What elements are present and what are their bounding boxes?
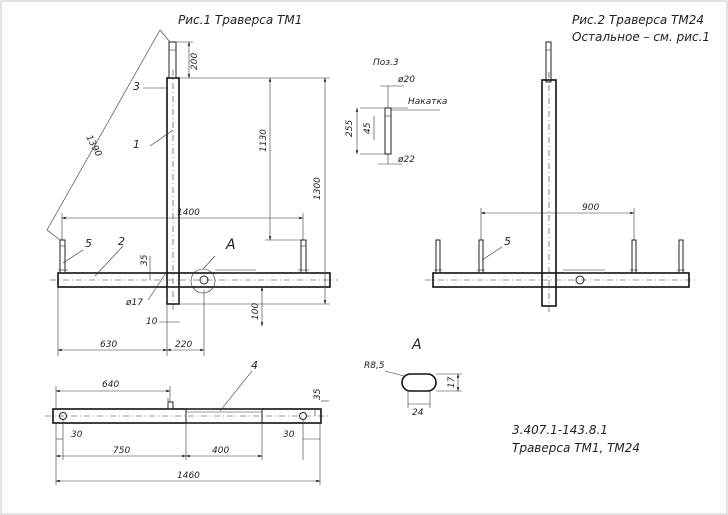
dim-1400: 1400 xyxy=(177,208,200,218)
fig1-title: Рис.1 Траверса ТМ1 xyxy=(178,13,302,27)
dim-1460: 1460 xyxy=(177,471,200,481)
part-number-5: 5 xyxy=(85,237,92,250)
detail-a-slot xyxy=(384,370,462,408)
dim-30-right: 30 xyxy=(283,430,295,440)
dim-750: 750 xyxy=(113,446,130,456)
dim-630: 630 xyxy=(100,340,117,350)
doc-title: Траверса ТМ1, ТМ24 xyxy=(512,441,640,455)
fig2-subtitle: Остальное – см. рис.1 xyxy=(572,30,710,44)
part-number-4: 4 xyxy=(251,359,258,372)
dim-phi22: ø22 xyxy=(397,155,415,165)
dim-200: 200 xyxy=(190,53,200,70)
dim-35: 35 xyxy=(140,254,150,266)
dim-1300: 1300 xyxy=(313,177,323,200)
dim-17-detail: 17 xyxy=(447,376,457,388)
dim-1390: 1390 xyxy=(83,134,103,159)
dim-220: 220 xyxy=(175,340,192,350)
dim-1130: 1130 xyxy=(259,129,269,152)
dim-phi20: ø20 xyxy=(397,75,415,85)
pos3-label: Поз.3 xyxy=(373,58,399,68)
dim-phi17: ø17 xyxy=(125,298,143,308)
part-number-5-fig2: 5 xyxy=(504,235,511,248)
dim-400: 400 xyxy=(212,446,229,456)
fig1-plan-view xyxy=(45,398,330,424)
part-number-2: 2 xyxy=(118,235,125,248)
dim-45: 45 xyxy=(363,122,373,134)
dim-10: 10 xyxy=(146,317,158,327)
fig1-plan-dimensions xyxy=(55,370,329,485)
dim-r8-5: R8,5 xyxy=(364,361,385,371)
fig2-title: Рис.2 Траверса ТМ24 xyxy=(572,13,704,27)
view-label-a: А xyxy=(225,237,236,253)
dim-24: 24 xyxy=(412,408,424,418)
dim-255: 255 xyxy=(345,120,355,137)
knurl-label: Накатка xyxy=(408,97,447,107)
dim-35-plan: 35 xyxy=(313,388,323,400)
dim-900: 900 xyxy=(582,203,599,213)
part-number-1: 1 xyxy=(133,138,140,151)
fig1-dimensions xyxy=(46,29,330,356)
doc-code: 3.407.1-143.8.1 xyxy=(512,423,608,437)
pos3-detail xyxy=(355,85,440,165)
fig2-view xyxy=(425,41,697,312)
part-number-3: 3 xyxy=(133,80,140,93)
fig1-front-view xyxy=(50,41,338,310)
dim-30-left: 30 xyxy=(71,430,83,440)
dim-640: 640 xyxy=(102,380,119,390)
detail-title-a: А xyxy=(411,337,422,353)
dim-100: 100 xyxy=(251,303,261,320)
